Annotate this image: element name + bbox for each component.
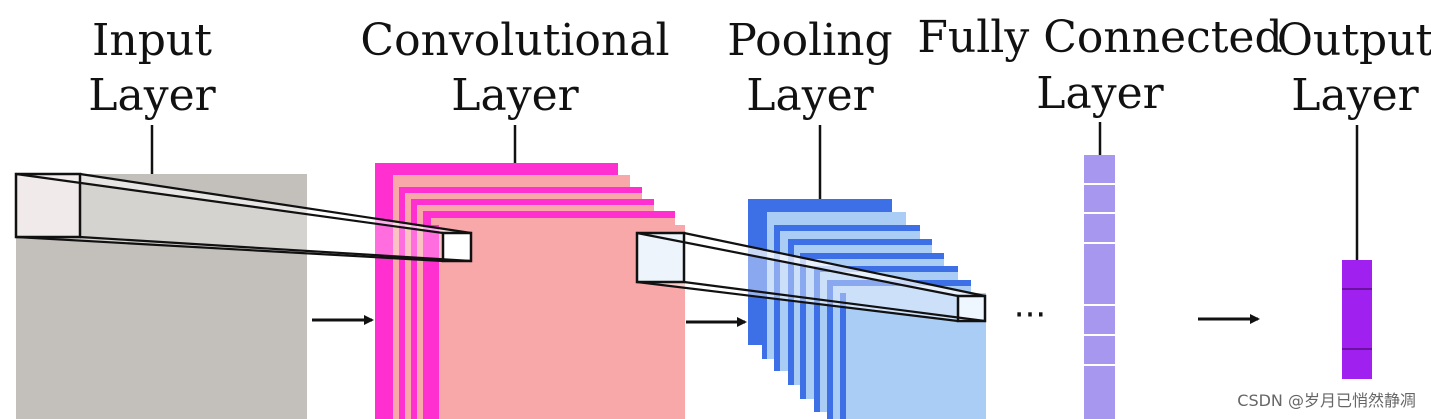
convolutional-layer-title-line2: Layer [451,70,579,121]
convolutional-layer-title-line1: Convolutional [360,15,669,66]
input-layer-title-line1: Input [92,15,212,66]
fully-connected-vector [1084,155,1115,419]
output-layer-title-line1: Output [1277,15,1431,66]
pool-output-cell [956,294,987,323]
fully-connected-layer-title: Fully Connected Layer [917,12,1282,119]
pooling-layer-title: Pooling Layer [727,15,892,121]
flow-arrows [312,314,1260,327]
conv-receptive-field-side-face [684,233,985,321]
pool-feature-map-front-edge [840,293,846,419]
title-leader-lines [150,122,1359,260]
input-layer-title: Input Layer [88,15,216,121]
input-layer-title-line2: Layer [88,70,216,121]
input-receptive-field [14,172,473,263]
output-vector-column [1342,260,1372,379]
pooling-layer-title-line2: Layer [746,70,874,121]
conv-receptive-field [635,231,987,323]
output-layer-title-line2: Layer [1291,70,1419,121]
pool-feature-map-2-edge [762,212,767,359]
output-layer-title: Output Layer [1277,15,1431,121]
output-vector [1342,260,1372,379]
fully-connected-layer-title-line2: Layer [1036,68,1164,119]
ellipsis-continuation: ··· [1014,295,1046,335]
conv-receptive-field-top-face [637,233,985,296]
fully-connected-layer-title-line1: Fully Connected [917,12,1282,63]
conv-feature-map-2-edge [387,175,393,419]
fc-vector-column [1084,155,1115,419]
pooling-layer-title-line1: Pooling [727,15,892,66]
conv-feature-map-front-edge [431,225,439,419]
convolutional-layer-title: Convolutional Layer [360,15,669,121]
csdn-watermark: CSDN @岁月已悄然静凋 [1237,391,1416,410]
convolutional-feature-maps [375,163,685,419]
conv-output-cell [441,231,473,263]
input-kernel-window [14,172,82,239]
